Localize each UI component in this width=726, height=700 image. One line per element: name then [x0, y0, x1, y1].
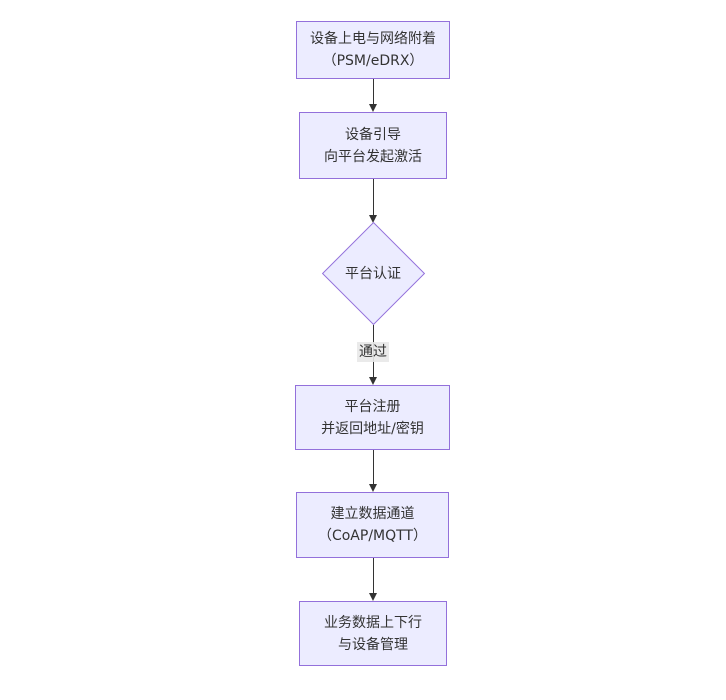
arrow-head-icon: [369, 484, 377, 492]
edge-b-c: [369, 179, 378, 223]
node-text-line: 向平台发起激活: [324, 148, 422, 165]
edge-e-f: [369, 558, 378, 601]
edge-a-b: [369, 79, 378, 112]
arrow-line: [373, 79, 374, 104]
flow-node-platform-register: 平台注册 并返回地址/密钥: [295, 385, 450, 450]
node-text-line: （CoAP/MQTT）: [317, 528, 428, 544]
edge-label-pass: 通过: [357, 342, 389, 362]
arrow-head-icon: [369, 104, 377, 112]
node-text-line: 设备引导: [345, 126, 401, 143]
arrow-head-icon: [369, 215, 377, 223]
node-text-line: （PSM/eDRX）: [322, 53, 424, 69]
node-text-line: 建立数据通道: [330, 506, 415, 522]
arrow-head-icon: [369, 377, 377, 385]
flow-node-data-channel: 建立数据通道 （CoAP/MQTT）: [296, 492, 449, 558]
node-text-line: 设备上电与网络附着: [310, 31, 436, 47]
edge-d-e: [369, 450, 378, 492]
node-text-line: 平台注册: [344, 398, 401, 415]
node-text-line: 并返回地址/密钥: [321, 420, 424, 437]
flow-node-power-network-attach: 设备上电与网络附着 （PSM/eDRX）: [296, 21, 450, 79]
node-text-line: 业务数据上下行: [324, 614, 422, 631]
arrow-line: [373, 179, 374, 215]
node-text-line: 平台认证: [345, 266, 401, 282]
arrow-line: [373, 558, 374, 593]
arrow-head-icon: [369, 593, 377, 601]
node-text-line: 与设备管理: [338, 636, 408, 653]
flow-node-business-data-device-mgmt: 业务数据上下行 与设备管理: [299, 601, 447, 666]
arrow-line: [373, 450, 374, 484]
flow-node-platform-auth-decision: 平台认证: [321, 221, 425, 325]
flow-node-device-bootstrap: 设备引导 向平台发起激活: [299, 112, 447, 179]
